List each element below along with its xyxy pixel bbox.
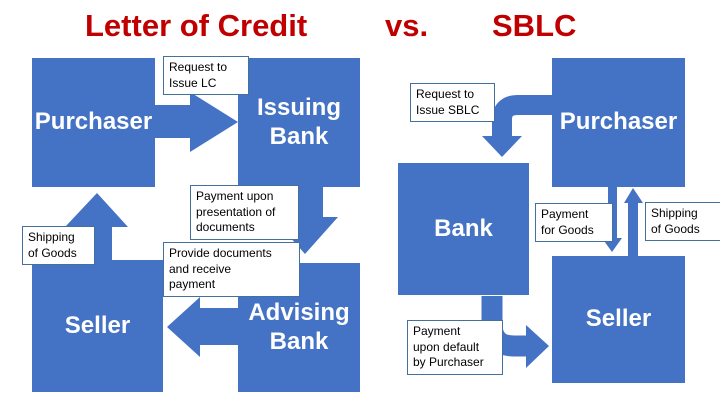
lc-issuing-bank-box: Issuing Bank — [238, 58, 360, 187]
sblc-arrow-bank-to-seller-head — [526, 325, 549, 368]
heading-sblc: SBLC — [492, 8, 577, 43]
sblc-payment-for-goods-label: Payment for Goods — [535, 203, 613, 243]
sblc-arrow-purchaser-to-bank-head — [482, 136, 522, 157]
heading-letter-of-credit: Letter of Credit — [85, 8, 308, 43]
lc-payment-upon-presentation-label: Payment upon presentation of documents — [190, 185, 299, 240]
sblc-arrow-purchaser-to-bank — [492, 95, 552, 137]
sblc-request-to-issue-label: Request to Issue SBLC — [410, 83, 495, 123]
lc-arrow-seller-to-purchaser — [65, 193, 128, 262]
sblc-purchaser-box: Purchaser — [552, 58, 685, 187]
lc-arrow-advising-bank-to-seller — [167, 297, 238, 357]
lc-advising-bank-box: Advising Bank — [238, 263, 360, 392]
sblc-shipping-of-goods-label: Shipping of Goods — [645, 202, 720, 242]
lc-provide-documents-label: Provide documents and receive payment — [163, 242, 300, 297]
sblc-payment-upon-default-label: Payment upon default by Purchaser — [407, 320, 503, 375]
sblc-seller-box: Seller — [552, 256, 685, 383]
lc-shipping-of-goods-label: Shipping of Goods — [22, 226, 95, 266]
lc-seller-box: Seller — [32, 260, 163, 392]
lc-request-to-issue-label: Request to Issue LC — [163, 56, 249, 96]
lc-purchaser-box: Purchaser — [32, 58, 155, 187]
heading-vs: vs. — [385, 8, 429, 43]
sblc-arrow-shipping-of-goods — [624, 188, 643, 256]
sblc-bank-box: Bank — [398, 163, 529, 295]
lc-arrow-purchaser-to-issuing-bank — [155, 92, 238, 152]
